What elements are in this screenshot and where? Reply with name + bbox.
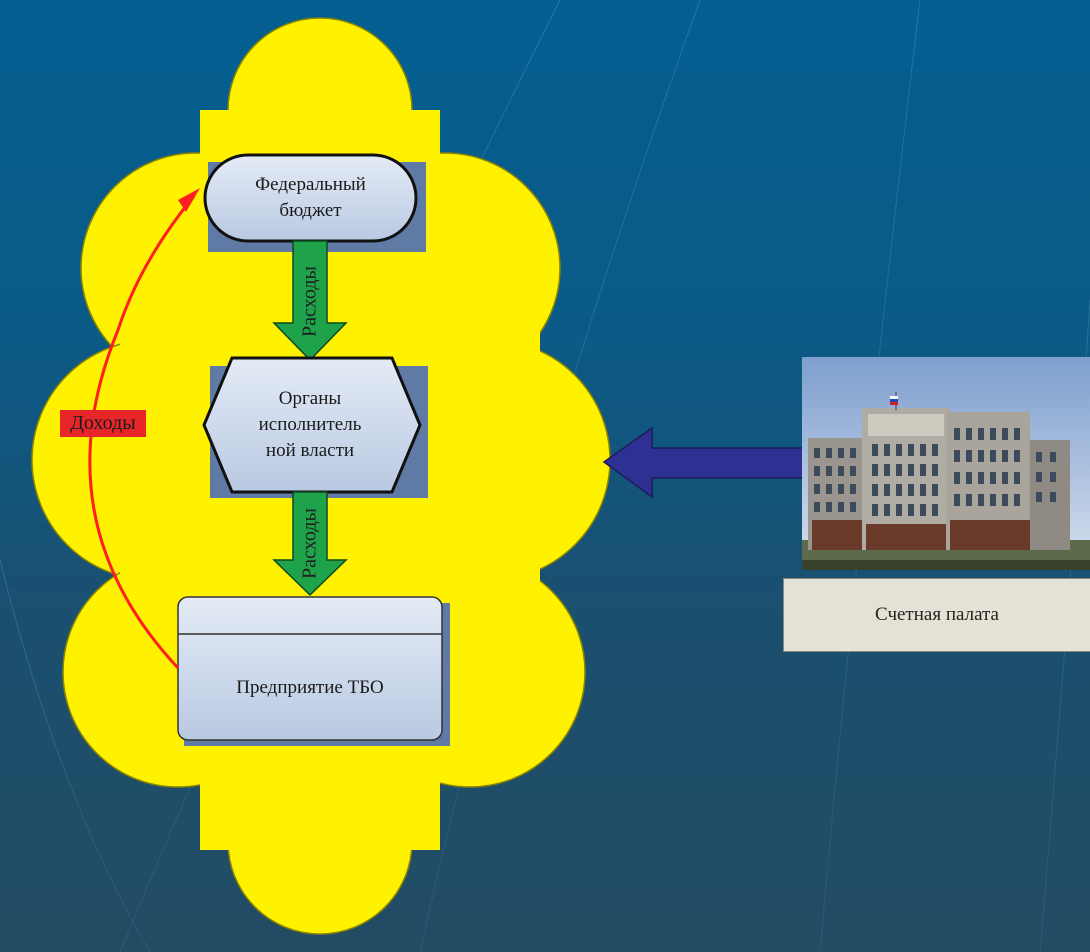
node-authorities-label-line1: Органы	[278, 388, 342, 409]
audit-chamber-label: Счетная палата	[783, 578, 1090, 652]
expense-arrow-2	[272, 491, 348, 597]
audit-arrow	[602, 426, 807, 499]
node-budget-label-line1: Федеральный	[255, 174, 366, 195]
node-authorities-label-line3: ной власти	[265, 440, 355, 461]
node-budget-label: Федеральный бюджет	[205, 160, 416, 236]
node-enterprise	[177, 596, 450, 746]
node-enterprise-label: Предприятие ТБО	[178, 640, 442, 736]
node-budget	[203, 153, 426, 252]
expense-arrow-1	[272, 240, 348, 362]
audit-chamber-label-text: Счетная палата	[875, 604, 999, 625]
expense-label-1: Расходы	[298, 266, 321, 337]
income-label: Доходы	[60, 410, 146, 437]
node-authorities-label-line2: исполнитель	[258, 414, 362, 435]
building-photo	[802, 357, 1090, 570]
income-arrow	[88, 188, 200, 670]
node-authorities-label: Органы исполнитель ной власти	[215, 375, 405, 475]
node-budget-label-line2: бюджет	[279, 200, 342, 221]
expense-label-2: Расходы	[298, 508, 321, 579]
node-enterprise-label-text: Предприятие ТБО	[236, 677, 384, 698]
node-authorities	[202, 356, 428, 498]
